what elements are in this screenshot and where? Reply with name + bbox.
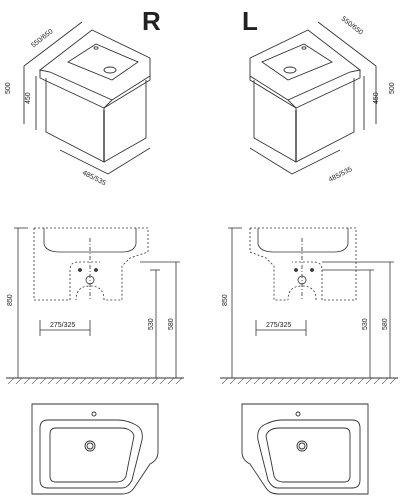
front-elevation-left <box>220 227 398 379</box>
isometric-view-right <box>23 21 151 175</box>
plan-view-right <box>31 403 159 495</box>
dim-overall-height-left: 850 <box>222 294 229 306</box>
dim-offset-left: 275/325 <box>266 322 291 329</box>
dim-depth-left: 485/535 <box>328 166 354 184</box>
isometric-view-left <box>249 21 377 175</box>
plan-view-left <box>241 403 369 495</box>
floor-hatch-right <box>7 377 183 385</box>
dim-width-depth-right: 550/650 <box>30 28 54 49</box>
front-elevation-right <box>6 227 184 379</box>
dim-overall-height-right: 850 <box>7 294 14 306</box>
dim-body-height-left: 450 <box>373 92 380 104</box>
variant-letter-right: R <box>142 6 161 36</box>
dim-offset-right: 275/325 <box>50 322 75 329</box>
dim-height-left: 500 <box>389 82 396 94</box>
variant-letter-left: L <box>242 6 258 36</box>
dim-line-top <box>23 21 83 67</box>
dim-width-depth-left: 550/650 <box>340 15 364 36</box>
dim-h2-left: 580 <box>382 318 389 330</box>
dim-height-right: 500 <box>5 82 12 94</box>
dim-depth-right: 485/535 <box>81 170 107 188</box>
dim-h1-right: 530 <box>148 318 155 330</box>
floor-hatch-left <box>221 377 397 385</box>
dim-h2-right: 580 <box>168 318 175 330</box>
dim-body-height-right: 450 <box>25 92 32 104</box>
dim-h1-left: 530 <box>362 318 369 330</box>
